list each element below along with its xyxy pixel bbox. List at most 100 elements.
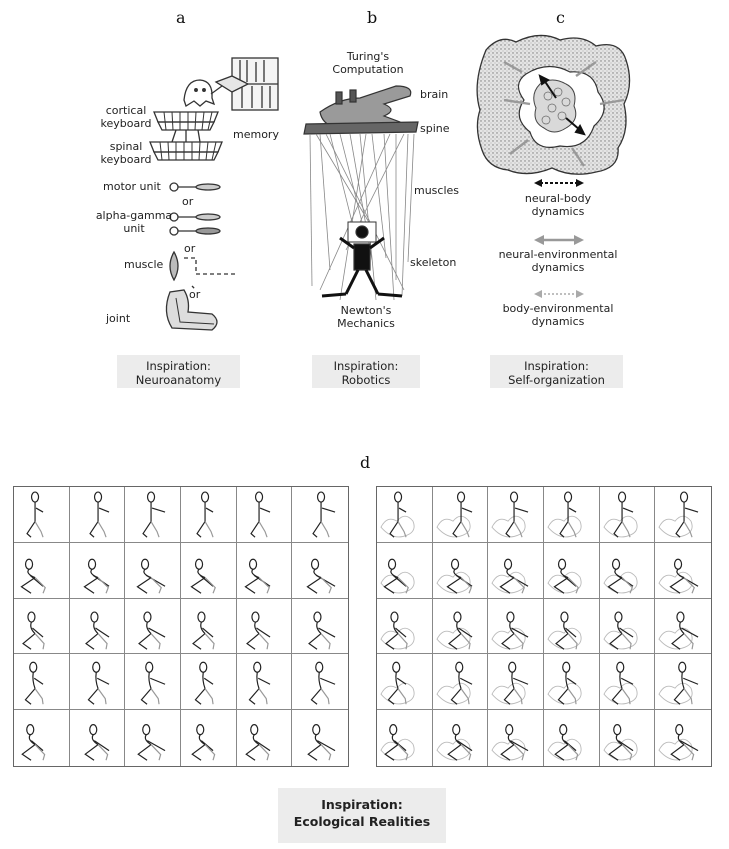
- grid-cell: [14, 654, 70, 711]
- stick-figure: [436, 558, 473, 594]
- inspiration-self-organization: Inspiration: Self-organization: [490, 355, 623, 388]
- grid-cell: [14, 487, 70, 543]
- grid-cell: [69, 598, 126, 655]
- stick-figure: [190, 558, 216, 594]
- stick-figure: [24, 662, 44, 706]
- grid-cell: [488, 710, 544, 766]
- grid-cell: [488, 542, 544, 599]
- grid-cell: [236, 542, 293, 599]
- stick-figure: [436, 662, 472, 706]
- stick-figure: [306, 558, 336, 594]
- label-turing-computation: Turing's Computation: [332, 50, 404, 76]
- grid-cell: [237, 710, 293, 766]
- toy-outline: [547, 627, 582, 649]
- grid-cell: [181, 542, 237, 599]
- toy-outline: [603, 738, 638, 761]
- label-memory: memory: [233, 128, 279, 141]
- stick-figure-frame: [136, 558, 166, 594]
- stick-figure: [312, 491, 336, 538]
- stick-figure: [245, 611, 271, 650]
- stick-figure-frame: [547, 558, 582, 594]
- grid-cell: [599, 654, 656, 711]
- grid-cell: [544, 487, 600, 543]
- skeleton-figure: [353, 243, 371, 271]
- spine-bar: [303, 121, 419, 135]
- grid-cell: [377, 487, 433, 543]
- stick-figure-frame: [87, 662, 109, 706]
- grid-cell: [377, 598, 433, 655]
- toy-outline: [380, 738, 415, 761]
- stick-figure-frame: [491, 491, 529, 538]
- stick-figure: [244, 558, 271, 594]
- stick-figure-frame: [142, 491, 166, 538]
- inspiration-robotics: Inspiration: Robotics: [312, 355, 420, 388]
- stick-figure-frame: [547, 724, 582, 761]
- stick-figure: [436, 724, 473, 761]
- stick-figure-frame: [244, 724, 271, 761]
- toy-outline: [658, 738, 693, 761]
- stick-figure-frame: [138, 611, 166, 650]
- legend-body-env-label: body-environmental dynamics: [502, 302, 614, 328]
- stick-figure-frame: [21, 724, 46, 761]
- grid-cell: [236, 598, 293, 655]
- stick-figure: [658, 724, 699, 761]
- grid-cell: [600, 710, 656, 766]
- grid-cell: [655, 599, 711, 655]
- label-skeleton: skeleton: [410, 256, 457, 269]
- toy-outline: [436, 515, 471, 538]
- toy-outline: [436, 627, 471, 649]
- stick-figure-frame: [658, 724, 699, 761]
- stick-figure: [138, 611, 166, 650]
- stick-figure: [603, 724, 638, 761]
- toy-outline: [436, 738, 471, 761]
- grid-cell: [69, 487, 126, 543]
- grid-cell: [544, 542, 600, 599]
- stick-figure: [491, 611, 529, 650]
- stick-figure: [84, 611, 110, 650]
- stick-figure-frame: [306, 558, 336, 594]
- inspiration-neuroanatomy: Inspiration: Neuroanatomy: [117, 355, 240, 388]
- stick-figure-frame: [137, 724, 166, 761]
- stick-figure-frame: [26, 491, 44, 538]
- grid-cell: [125, 598, 181, 655]
- stick-figure: [658, 491, 699, 538]
- legend-neural-body-label: neural-body dynamics: [524, 192, 592, 218]
- stick-figure: [140, 662, 166, 706]
- stick-figure: [380, 558, 415, 594]
- stick-figure-frame: [658, 491, 699, 538]
- stick-figure: [22, 611, 45, 650]
- label-newton-mechanics: Newton's Mechanics: [337, 304, 395, 330]
- grid-cell: [181, 654, 237, 711]
- neural-network-blob: [533, 79, 577, 133]
- stick-figure: [491, 662, 529, 706]
- stick-figure: [83, 724, 110, 761]
- grid-cell: [377, 542, 433, 599]
- grid-cell: [69, 654, 126, 711]
- stick-figure-frame: [380, 724, 415, 761]
- grid-cell: [292, 654, 348, 711]
- stick-figure-frame: [491, 662, 529, 706]
- toy-outline: [380, 683, 415, 705]
- stick-figure-frame: [658, 558, 699, 594]
- joint-icon: [165, 289, 218, 331]
- stick-figure-frame: [547, 662, 582, 706]
- stick-figure: [658, 611, 699, 650]
- stick-figure: [136, 558, 166, 594]
- stick-figure: [142, 491, 166, 538]
- stick-figure: [380, 611, 415, 650]
- toy-outline: [658, 571, 693, 594]
- panel-c-letter: c: [556, 8, 565, 27]
- stick-figure: [380, 724, 415, 761]
- grid-cell: [432, 542, 489, 599]
- stick-figure-frame: [310, 662, 336, 706]
- stick-figure: [83, 558, 110, 594]
- inspiration-ecological-realities: Inspiration: Ecological Realities: [278, 788, 446, 843]
- grid-cell: [377, 654, 433, 711]
- stick-figure: [192, 611, 215, 650]
- stick-figure: [191, 724, 216, 761]
- stick-figure-grid-plain: [13, 486, 349, 767]
- stick-figure-frame: [248, 662, 270, 706]
- stick-figure: [380, 491, 415, 538]
- grid-cell: [432, 598, 489, 655]
